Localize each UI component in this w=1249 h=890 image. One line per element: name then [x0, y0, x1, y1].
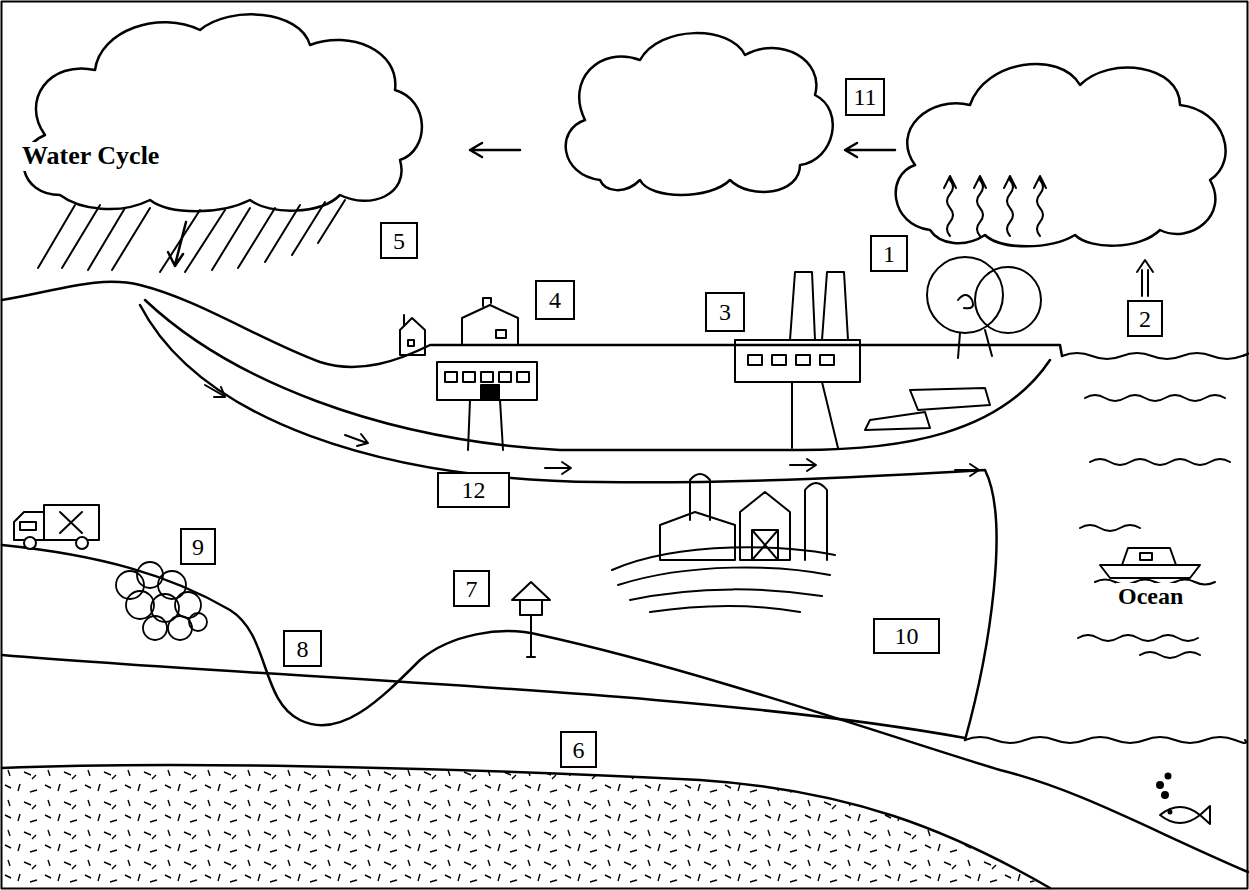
- callout-number: 6: [560, 731, 597, 768]
- bush: [116, 562, 207, 640]
- boat: [1095, 548, 1215, 585]
- callout-number: 8: [283, 630, 322, 667]
- callout-text: 8: [297, 637, 309, 661]
- tree: [927, 257, 1041, 358]
- callout-text: 2: [1139, 307, 1151, 331]
- cloud: [24, 14, 1226, 246]
- river-arrows: [205, 385, 979, 476]
- callout-number: 3: [705, 292, 745, 332]
- callout-number: 11: [845, 78, 885, 116]
- fish: [1157, 774, 1210, 825]
- callout-text: 12: [462, 478, 486, 502]
- cloud-movement-arrows: [470, 143, 895, 157]
- callout-text: 5: [393, 229, 405, 253]
- callout-text: 11: [853, 85, 876, 109]
- factory: [735, 272, 860, 448]
- truck: [14, 505, 99, 549]
- well: [512, 582, 550, 657]
- callout-number: 4: [535, 280, 575, 320]
- evaporation-arrows: [944, 176, 1153, 296]
- callout-number: 9: [180, 528, 216, 565]
- callout-text: 6: [573, 738, 585, 762]
- callout-number: 12: [437, 472, 510, 508]
- callout-number: 5: [380, 222, 418, 259]
- land: [0, 282, 1248, 890]
- ocean: [965, 353, 1249, 743]
- region-label: Ocean: [1116, 583, 1185, 609]
- callout-text: 9: [192, 535, 204, 559]
- callout-text: 7: [466, 577, 478, 601]
- farm: [612, 474, 835, 612]
- ponds: [865, 388, 990, 430]
- callout-number: 7: [453, 570, 490, 607]
- callout-number: 2: [1127, 300, 1163, 337]
- callout-number: 1: [870, 235, 908, 272]
- callout-text: 10: [895, 624, 919, 648]
- diagram-title: Water Cycle: [20, 142, 161, 171]
- callout-text: 4: [549, 288, 561, 312]
- houses: [400, 298, 537, 450]
- rain: [38, 200, 345, 272]
- callout-text: 3: [719, 300, 731, 324]
- callout-number: 10: [873, 618, 940, 654]
- callout-text: 1: [883, 242, 895, 266]
